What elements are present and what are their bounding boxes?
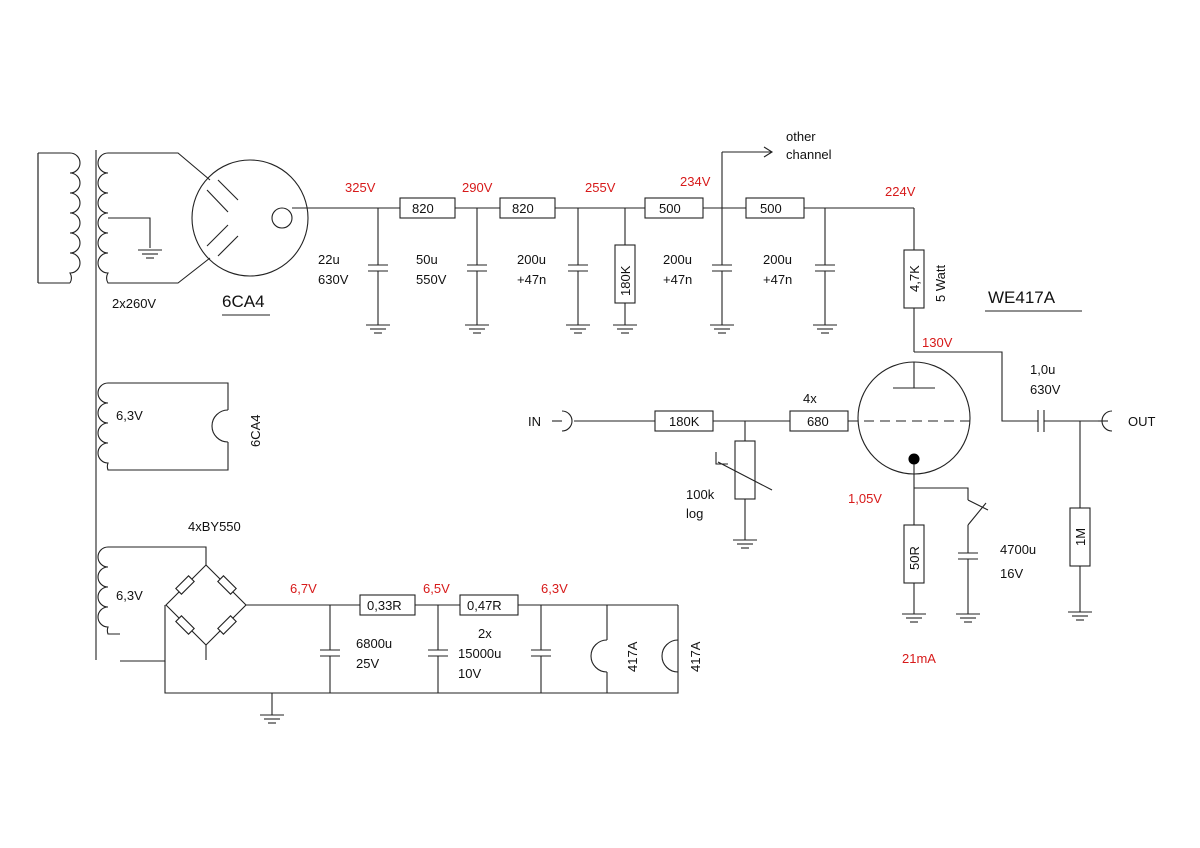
other-channel-line1: other xyxy=(786,129,816,144)
heater-cap1-rating: 25V xyxy=(356,656,379,671)
heater-tube-label: 6CA4 xyxy=(248,414,263,447)
cap4-value: 200u xyxy=(663,252,692,267)
resistor-820-2-label: 820 xyxy=(512,201,534,216)
cathode-cap-rating: 16V xyxy=(1000,566,1023,581)
voltage-6-7v: 6,7V xyxy=(290,581,317,596)
voltage-1-05v: 1,05V xyxy=(848,491,882,506)
cathode-cap-value: 4700u xyxy=(1000,542,1036,557)
filter-cap-4 xyxy=(709,146,774,334)
bleeder-resistor: 180K xyxy=(612,208,638,334)
heater-cap2-rating: 10V xyxy=(458,666,481,681)
bleeder-resistor-label: 180K xyxy=(618,265,633,296)
heater-winding-label: 6,3V xyxy=(116,408,143,423)
voltage-6-3v: 6,3V xyxy=(541,581,568,596)
cathode-resistor-label: 50R xyxy=(907,546,922,570)
resistor-500-2-label: 500 xyxy=(760,201,782,216)
heater-cap2-value: 15000u xyxy=(458,646,501,661)
heater-cap1-value: 6800u xyxy=(356,636,392,651)
grid-stopper xyxy=(789,410,849,432)
rectifier-tube: 6CA4 xyxy=(191,159,309,316)
cap5-rating: +47n xyxy=(763,272,792,287)
bridge-label: 4xBY550 xyxy=(188,519,241,534)
voltage-130v: 130V xyxy=(922,335,953,350)
bridge-diodes xyxy=(175,575,237,635)
grid-stopper-label: 680 xyxy=(807,414,829,429)
voltage-290v: 290V xyxy=(462,180,493,195)
cap2-rating: 550V xyxy=(416,272,447,287)
pot-value: 100k xyxy=(686,487,715,502)
voltage-6-5v: 6,5V xyxy=(423,581,450,596)
plate-resistor-label: 4,7K xyxy=(907,265,922,292)
heater-cap2-count: 2x xyxy=(478,626,492,641)
resistor-047r-label: 0,47R xyxy=(467,598,502,613)
hv-secondary-label: 2x260V xyxy=(112,296,156,311)
cap4-rating: +47n xyxy=(663,272,692,287)
heater-417a-1: 417A xyxy=(625,641,640,672)
cap2-value: 50u xyxy=(416,252,438,267)
heater-winding-2-label: 6,3V xyxy=(116,588,143,603)
voltage-325v: 325V xyxy=(345,180,376,195)
resistor-820-1-label: 820 xyxy=(412,201,434,216)
heater-cap-2 xyxy=(428,605,448,693)
voltage-255v: 255V xyxy=(585,180,616,195)
input-jack xyxy=(561,410,573,432)
plate-resistor-rating: 5 Watt xyxy=(933,265,948,302)
cap3-value: 200u xyxy=(517,252,546,267)
filter-cap-2 xyxy=(464,208,490,334)
volume-pot xyxy=(715,421,773,549)
output-label: OUT xyxy=(1128,414,1156,429)
resistor-500-1-label: 500 xyxy=(659,201,681,216)
power-transformer: 2x260V xyxy=(37,150,211,660)
voltage-234v: 234V xyxy=(680,174,711,189)
heater-417a-2: 417A xyxy=(688,641,703,672)
amplifier-stage: 4,7K 5 Watt WE417A 130V 1,0u 630V OUT 1M xyxy=(528,208,1156,666)
filter-cap-1 xyxy=(365,208,391,334)
input-label: IN xyxy=(528,414,541,429)
filter-cap-5 xyxy=(812,208,838,334)
cap3-rating: +47n xyxy=(517,272,546,287)
voltage-224v: 224V xyxy=(885,184,916,199)
input-resistor-label: 180K xyxy=(669,414,700,429)
resistor-033r-label: 0,33R xyxy=(367,598,402,613)
heater-cap-3 xyxy=(531,605,551,693)
output-cap-rating: 630V xyxy=(1030,382,1061,397)
rectifier-tube-label: 6CA4 xyxy=(222,292,265,311)
pot-taper: log xyxy=(686,506,703,521)
current-21ma: 21mA xyxy=(902,651,936,666)
heater-supply: 4xBY550 6,3V 0,33R 0,47R 6,7V 6,5V 6,3V xyxy=(97,519,703,724)
output-cap-value: 1,0u xyxy=(1030,362,1055,377)
cap1-value: 22u xyxy=(318,252,340,267)
grid-stopper-count: 4x xyxy=(803,391,817,406)
amp-tube-label: WE417A xyxy=(988,288,1056,307)
rectifier-heater: 6,3V 6CA4 xyxy=(97,382,263,471)
output-resistor-label: 1M xyxy=(1073,528,1088,546)
cap5-value: 200u xyxy=(763,252,792,267)
cap1-rating: 630V xyxy=(318,272,349,287)
heater-cap-1 xyxy=(320,605,340,693)
other-channel-line2: channel xyxy=(786,147,832,162)
hv-filter: 820 820 500 500 325V 290V 255V 234V 224V xyxy=(292,129,916,334)
filter-cap-3 xyxy=(565,208,591,334)
